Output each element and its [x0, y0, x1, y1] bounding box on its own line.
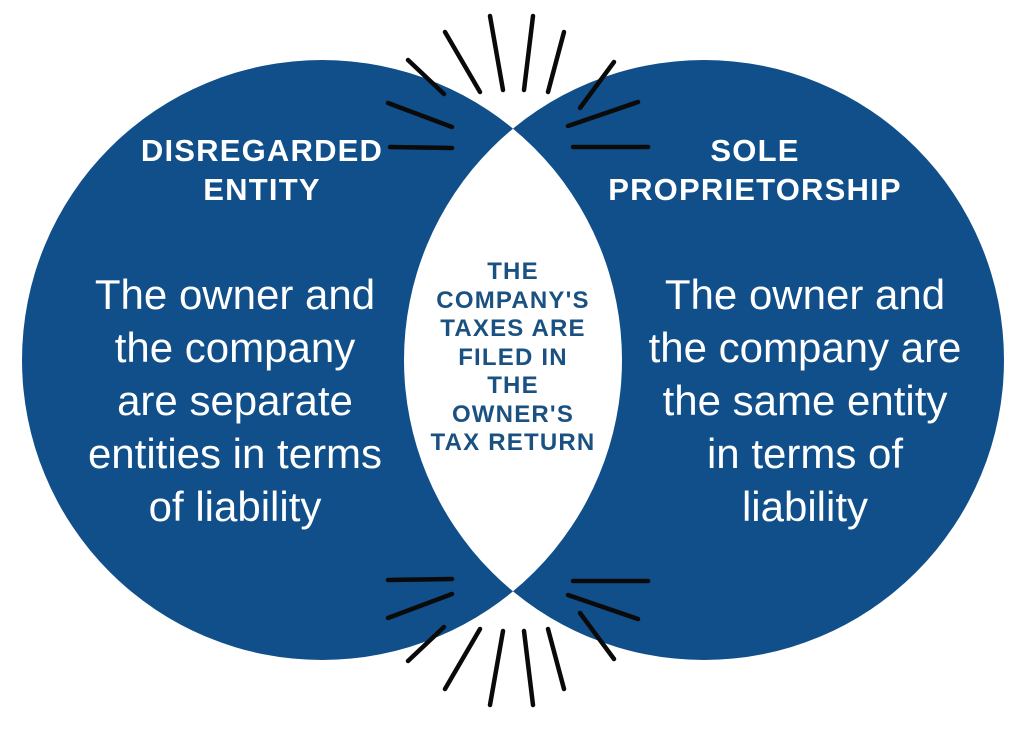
- burst-ray: [487, 628, 506, 708]
- description-line: the company are: [648, 324, 962, 371]
- burst-ray: [442, 626, 483, 692]
- burst-ray: [545, 29, 567, 95]
- description-line: liability: [741, 483, 869, 530]
- burst-ray: [565, 592, 641, 622]
- burst-ray: [577, 59, 617, 111]
- burst-ray: [385, 591, 455, 621]
- description-line: the same entity: [662, 377, 948, 424]
- description-line: entities in terms: [87, 430, 383, 477]
- right-circle-description: The owner and the company are the same e…: [605, 268, 1005, 533]
- burst-ray: [385, 576, 455, 583]
- right-circle-title: SOLE PROPRIETORSHIP: [575, 131, 935, 209]
- description-line: the company: [114, 324, 356, 371]
- description-line: are separate: [117, 377, 353, 424]
- title-line: ENTITY: [203, 172, 321, 207]
- burst-ray: [487, 13, 506, 93]
- note-line: THE: [487, 258, 539, 285]
- burst-ray: [545, 626, 567, 692]
- burst-ray: [521, 13, 536, 93]
- description-line: of liability: [148, 483, 322, 530]
- burst-ray: [442, 29, 483, 95]
- note-line: TAX RETURN: [430, 429, 596, 456]
- note-line: FILED IN: [458, 343, 568, 371]
- burst-ray: [405, 624, 447, 664]
- overlap-note: THE COMPANY'S TAXES ARE FILED IN THE OWN…: [393, 258, 633, 458]
- title-line: DISREGARDED: [140, 133, 384, 168]
- description-line: in terms of: [706, 430, 904, 477]
- burst-ray: [577, 610, 617, 662]
- burst-ray: [521, 628, 536, 708]
- note-line: COMPANY'S: [436, 286, 590, 314]
- burst-ray: [565, 99, 641, 129]
- burst-ray: [385, 100, 455, 130]
- burst-top-icon: [385, 13, 651, 151]
- description-line: The owner and: [664, 271, 946, 318]
- title-line: PROPRIETORSHIP: [608, 172, 902, 207]
- note-line: TAXES ARE: [440, 315, 586, 342]
- left-circle-description: The owner and the company are separate e…: [35, 268, 435, 533]
- venn-circles-shape: [22, 60, 1004, 660]
- burst-ray: [387, 144, 455, 151]
- description-line: The owner and: [94, 271, 376, 318]
- left-circle-title: DISREGARDED ENTITY: [82, 131, 442, 209]
- burst-bottom-icon: [385, 576, 651, 708]
- note-line: THE: [487, 372, 539, 399]
- title-line: SOLE: [710, 133, 800, 168]
- burst-ray: [405, 57, 447, 97]
- note-line: OWNER'S: [451, 400, 575, 428]
